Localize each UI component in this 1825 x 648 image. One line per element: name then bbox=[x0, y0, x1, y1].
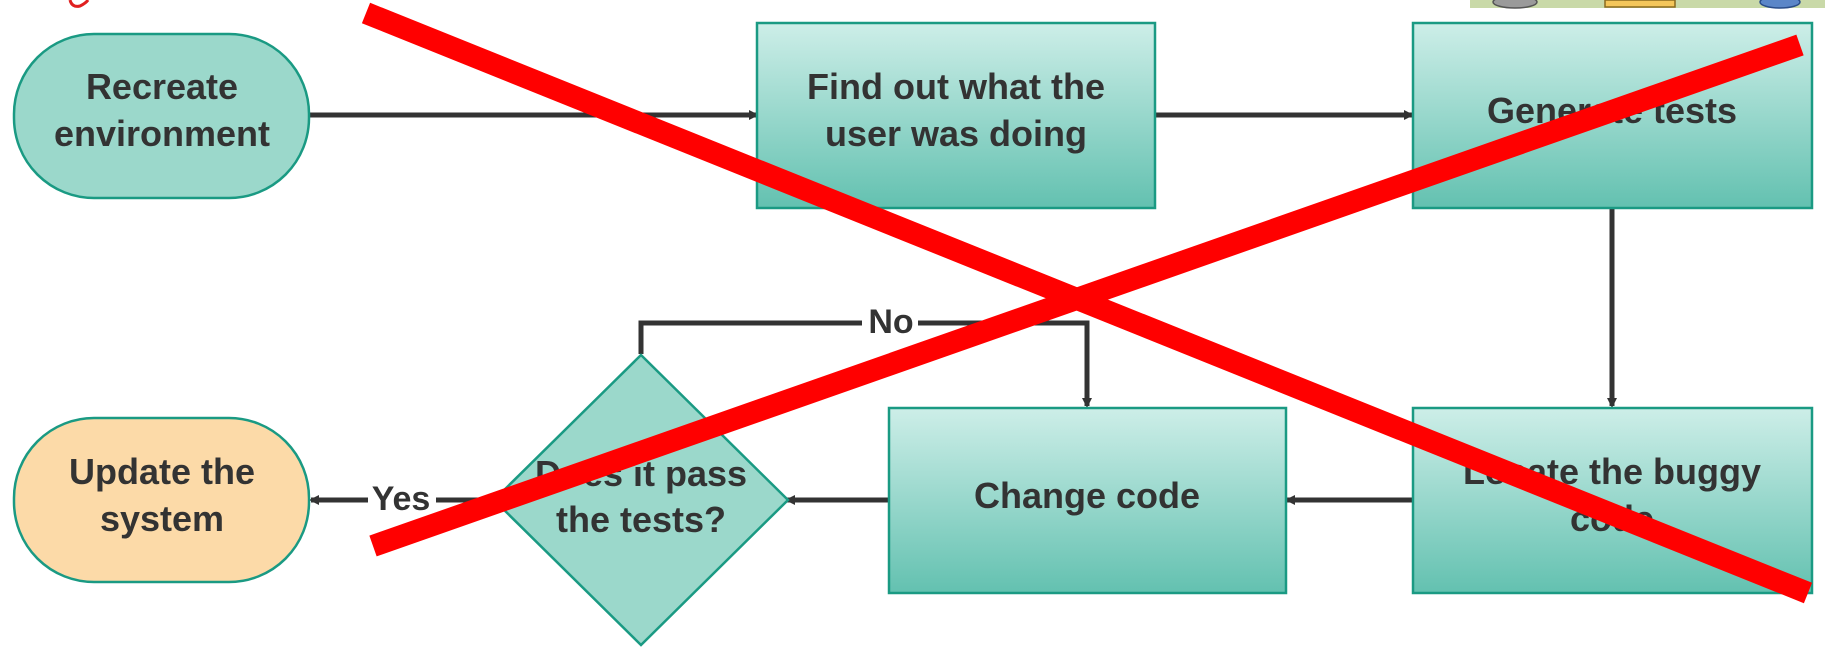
edge-label-yes: Yes bbox=[372, 480, 431, 518]
red-cross-overlay bbox=[361, 2, 1813, 604]
node-recreate-line-2: environment bbox=[54, 113, 270, 154]
node-change-line-1: Change code bbox=[974, 475, 1200, 516]
yes-label-bg bbox=[368, 480, 436, 518]
node-recreate-environment: Recreate environment bbox=[12, 32, 311, 200]
node-recreate-line-1: Recreate bbox=[86, 66, 238, 107]
top-right-cartoon-fragment bbox=[1470, 0, 1825, 9]
edge-label-no: No bbox=[868, 303, 913, 341]
node-find-out-what-user-was-doing: Find out what the user was doing bbox=[755, 21, 1157, 210]
node-change-code: Change code bbox=[887, 406, 1288, 595]
no-label-bg bbox=[862, 305, 918, 341]
cross-stroke-2 bbox=[369, 34, 1804, 557]
node-update-line-1: Update the bbox=[69, 451, 255, 492]
node-find-line-1: Find out what the bbox=[807, 66, 1105, 107]
node-decision-line-2: the tests? bbox=[556, 499, 726, 540]
node-update-line-2: system bbox=[100, 498, 224, 539]
top-left-fragment bbox=[68, 0, 90, 8]
node-decision-does-it-pass: Does it pass the tests? bbox=[492, 353, 790, 647]
node-update-the-system: Update the system bbox=[12, 416, 311, 584]
node-find-line-2: user was doing bbox=[825, 113, 1087, 154]
